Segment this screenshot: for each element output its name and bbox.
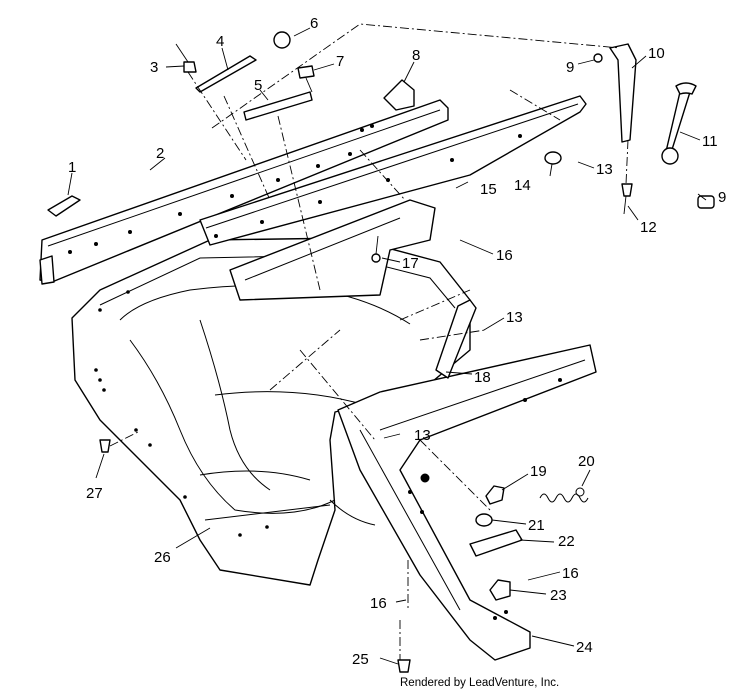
stud-part-17 (371, 235, 381, 263)
callout-11: 11 (702, 133, 718, 150)
upper-rail-part-15 (199, 95, 587, 246)
callout-13-low: 13 (414, 427, 431, 444)
callout-9-right: 9 (718, 189, 726, 206)
knob-part-6 (273, 31, 291, 49)
front-rail-part-24 (337, 344, 597, 661)
grommet-part-21 (475, 513, 493, 527)
callout-13-mid: 13 (506, 309, 523, 326)
bracket-part-10 (609, 43, 637, 143)
assembly-lines (109, 23, 629, 660)
cap-part-9-right (697, 195, 715, 209)
clip-part-19 (485, 485, 505, 505)
pin-part-12 (621, 183, 633, 215)
callout-labels: 1 2 3 4 5 6 7 8 9 9 10 11 12 13 13 13 14… (68, 15, 726, 668)
grommet-part-14 (544, 151, 562, 165)
leader-lines (67, 27, 707, 665)
seal-part-4 (195, 55, 257, 93)
cap-part-9-top (593, 53, 603, 63)
callout-3: 3 (150, 59, 158, 76)
callout-14: 14 (514, 177, 531, 194)
spring-part-20 (539, 487, 589, 503)
callout-26: 26 (154, 549, 171, 566)
callout-15: 15 (480, 181, 497, 198)
callout-17: 17 (402, 255, 419, 272)
callout-20: 20 (578, 453, 595, 470)
callout-25: 25 (352, 651, 369, 668)
callout-23: 23 (550, 587, 567, 604)
bolt-part-27 (99, 439, 111, 453)
callout-16-left: 16 (370, 595, 387, 612)
render-credit: Rendered by LeadVenture, Inc. (400, 677, 560, 689)
callout-27: 27 (86, 485, 103, 502)
side-rail-part-2 (39, 99, 449, 285)
callout-16-right: 16 (562, 565, 579, 582)
link-part-11 (661, 82, 697, 165)
callout-16-top: 16 (496, 247, 513, 264)
callout-4: 4 (216, 33, 224, 50)
callout-1: 1 (68, 159, 76, 176)
clamp-part-8 (383, 79, 415, 111)
callout-19: 19 (530, 463, 547, 480)
callout-13-top: 13 (596, 161, 613, 178)
mounting-plate (229, 199, 436, 301)
callout-8: 8 (412, 47, 420, 64)
callout-7: 7 (336, 53, 344, 70)
strip-part-5 (243, 91, 313, 121)
callout-6: 6 (310, 15, 318, 32)
clamp-part-23 (489, 579, 511, 601)
callout-5: 5 (254, 77, 262, 94)
callout-22: 22 (558, 533, 575, 550)
bolt-part-25 (397, 659, 411, 673)
bolt-part-3 (175, 43, 197, 73)
callout-10: 10 (648, 45, 665, 62)
callout-24: 24 (576, 639, 593, 656)
callout-12: 12 (640, 219, 657, 236)
strap-part-18 (435, 299, 477, 379)
callout-9-top: 9 (566, 59, 574, 76)
callout-21: 21 (528, 517, 545, 534)
screw-part-7 (297, 65, 315, 93)
callout-2: 2 (156, 145, 164, 162)
bracket-part-1 (47, 195, 81, 217)
plate-part-22 (469, 529, 523, 557)
callout-18: 18 (474, 369, 491, 386)
lower-shield-part-26 (71, 237, 471, 586)
